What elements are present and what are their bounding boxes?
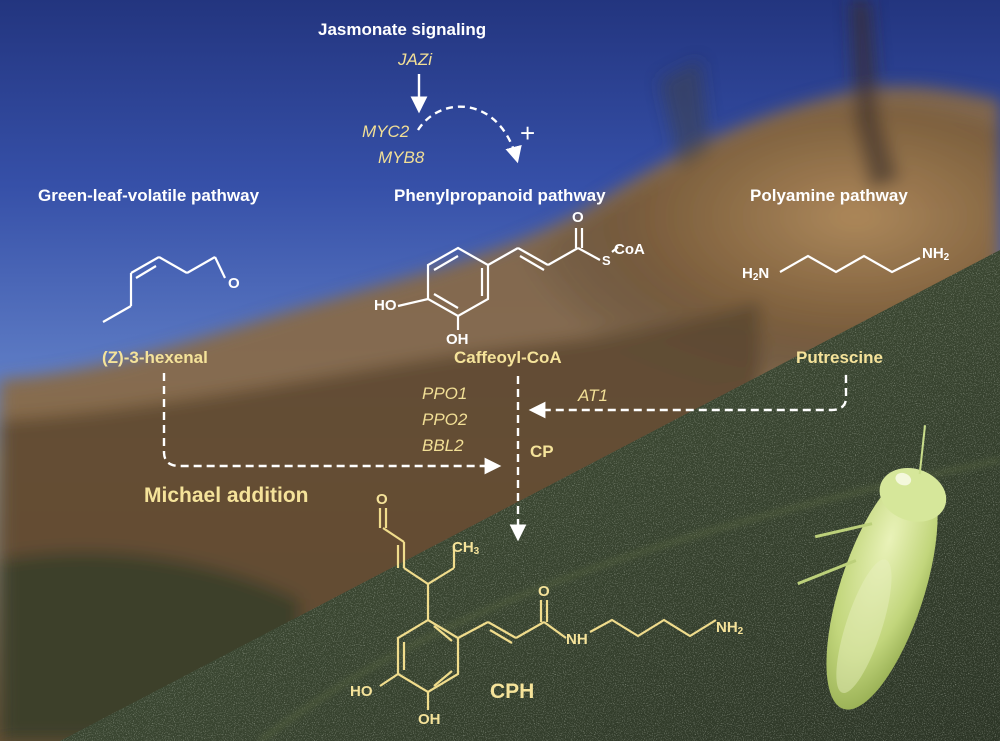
hexenal-structure — [102, 256, 226, 323]
jazi-label: JAZi — [398, 50, 432, 69]
myc2-label: MYC2 — [362, 122, 410, 141]
cph-label: CPH — [490, 680, 535, 703]
signaling-title: Jasmonate signaling — [318, 20, 487, 39]
cph-oh: OH — [418, 711, 441, 728]
caffeoyl-coa-structure — [397, 228, 619, 330]
cph-amide-oxygen: O — [538, 583, 550, 600]
cph-structure — [378, 508, 717, 710]
hexenal-label: (Z)-3-hexenal — [102, 348, 208, 367]
plus-sign: + — [520, 118, 536, 148]
caffeoyl-coa-group: CoA — [614, 241, 645, 258]
caffeoyl-oxygen: O — [572, 209, 584, 226]
cph-aldehyde-oxygen: O — [376, 491, 388, 508]
cph-terminal-nh2: NH2 — [716, 619, 744, 637]
putrescine-label: Putrescine — [796, 348, 883, 367]
bbl2-label: BBL2 — [422, 436, 464, 455]
putrescine-h2n: H2N — [742, 265, 770, 283]
phenylpropanoid-pathway-title: Phenylpropanoid pathway — [394, 186, 606, 205]
cph-amide-nh: NH — [566, 631, 588, 648]
cph-ch3: CH3 — [452, 539, 480, 557]
hexenal-oxygen: O — [228, 275, 240, 292]
ppo1-label: PPO1 — [422, 384, 468, 403]
michael-addition-label: Michael addition — [144, 484, 309, 507]
caffeoyl-oh: OH — [446, 331, 469, 348]
polyamine-pathway-title: Polyamine pathway — [750, 186, 908, 205]
caffeoyl-ho: HO — [374, 297, 397, 314]
ppo2-label: PPO2 — [422, 410, 468, 429]
green-leaf-pathway-title: Green-leaf-volatile pathway — [38, 186, 260, 205]
leafhopper-image — [797, 425, 947, 710]
myb8-label: MYB8 — [378, 148, 425, 167]
putrescine-structure — [779, 254, 921, 274]
putrescine-nh2: NH2 — [922, 245, 950, 263]
cp-label: CP — [530, 442, 554, 461]
cph-ho: HO — [350, 683, 373, 700]
caffeoyl-sulfur: S — [602, 253, 611, 268]
caffeoyl-coa-label: Caffeoyl-CoA — [454, 348, 562, 367]
at1-label: AT1 — [578, 386, 608, 405]
